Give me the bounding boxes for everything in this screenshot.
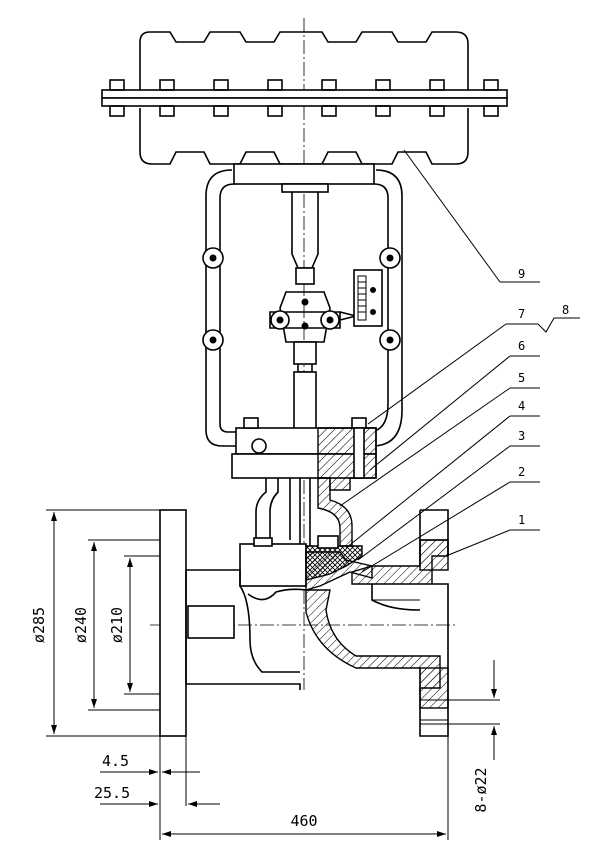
dim-holes: 8-ø22: [472, 767, 490, 812]
part-label-4: 4: [518, 399, 525, 413]
flange-bolts: [109, 79, 499, 117]
dimension-labels: ø285 ø240 ø210 4.5 25.5 460 8-ø22: [30, 607, 490, 830]
part-label-5: 5: [518, 371, 525, 385]
leader-lines: [339, 149, 580, 573]
dim-d240: ø240: [72, 607, 90, 643]
dimension-lines: [46, 509, 497, 840]
dim-4-5: 4.5: [102, 752, 129, 770]
part-label-1: 1: [518, 513, 525, 527]
bonnet-flange: [231, 417, 377, 491]
part-label-6: 6: [518, 339, 525, 353]
part-label-9: 9: [518, 267, 525, 281]
actuator-stem: [281, 183, 329, 285]
actuator-diaphragm-housing: [101, 31, 508, 185]
dim-25-5: 25.5: [94, 784, 130, 802]
part-label-8: 8: [562, 303, 569, 317]
dim-d210: ø210: [108, 607, 126, 643]
plug-and-seat: [239, 535, 373, 591]
dim-460: 460: [290, 812, 317, 830]
bonnet-body: [255, 477, 353, 547]
part-label-3: 3: [518, 429, 525, 443]
valve-stem: [293, 371, 317, 546]
dim-d285: ø285: [30, 607, 48, 643]
yoke-frame: [202, 169, 403, 447]
part-label-2: 2: [518, 465, 525, 479]
part-label-7: 7: [518, 307, 525, 321]
yoke-bolts: [202, 247, 401, 351]
stroke-scale-plate: [353, 269, 383, 327]
stem-connector: [269, 291, 357, 373]
part-labels: 9 7 8 6 5 4 3 2 1: [518, 267, 569, 527]
